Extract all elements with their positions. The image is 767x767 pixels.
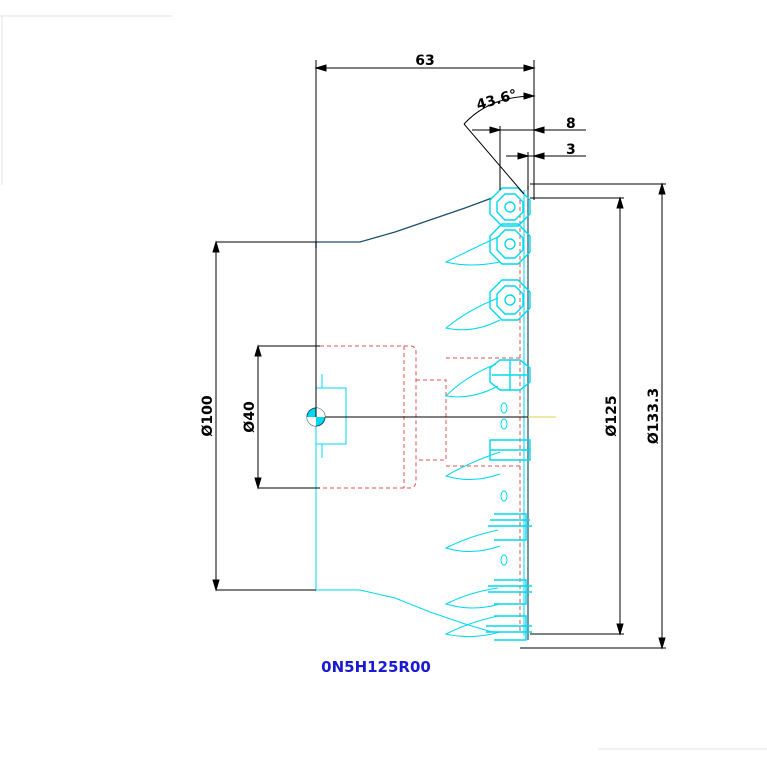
insert-7 <box>488 579 532 605</box>
dim-133-text: Ø133.3 <box>646 388 662 444</box>
insert-3 <box>489 279 531 321</box>
part-number: 0N5H125R00 <box>321 658 431 676</box>
dim-8-text: 8 <box>566 116 576 132</box>
dim-40-text: Ø40 <box>242 401 258 433</box>
dimension-lines <box>212 60 666 650</box>
insert-8 <box>486 615 532 641</box>
flute-5 <box>444 529 501 552</box>
flute-6 <box>444 587 501 609</box>
cutter-body <box>315 186 529 640</box>
hidden-bore-outer <box>320 345 417 489</box>
flute-3 <box>444 363 499 398</box>
dim-angle-text: 43.6° <box>475 87 519 114</box>
flute-4 <box>444 451 501 480</box>
inserts <box>486 187 532 641</box>
flute-2 <box>444 297 501 331</box>
chip-flutes <box>444 235 501 638</box>
insert-2 <box>489 223 531 265</box>
dim-angle-leg <box>463 123 525 195</box>
hidden-counterbore <box>416 379 447 461</box>
dim-63-text: 63 <box>415 53 434 69</box>
flute-7 <box>444 615 501 638</box>
body-lower-profile <box>316 589 493 633</box>
screw-holes <box>500 402 508 566</box>
insert-6 <box>488 513 532 541</box>
insert-4 <box>489 359 531 391</box>
flute-1 <box>444 235 501 266</box>
bore-step <box>316 387 347 445</box>
body-upper-profile <box>315 197 493 248</box>
hidden-lines <box>320 200 521 632</box>
insert-5 <box>489 439 531 461</box>
hidden-groove <box>446 357 520 467</box>
dim-125-text: Ø125 <box>604 395 620 436</box>
dim-3-text: 3 <box>566 142 576 158</box>
dim-100-text: Ø100 <box>200 395 216 436</box>
